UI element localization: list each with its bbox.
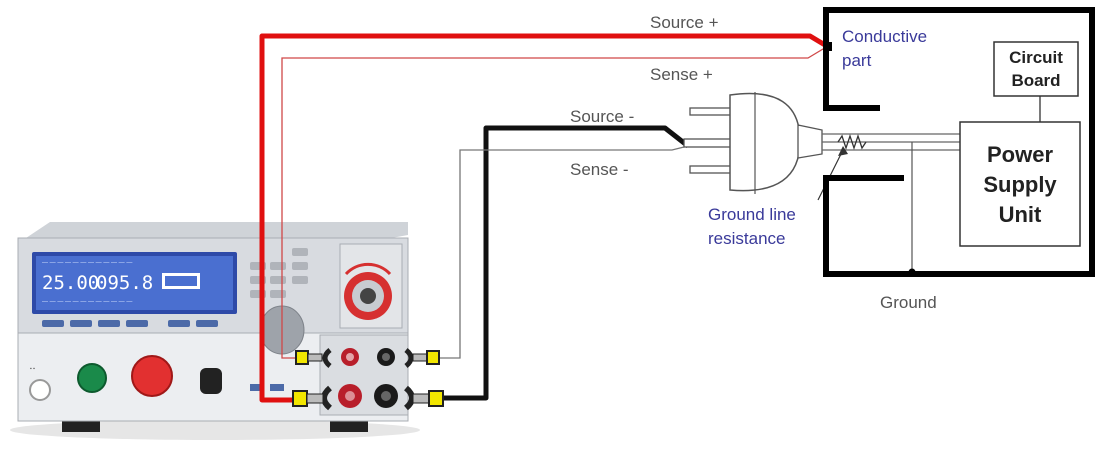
- label-sense-minus: Sense -: [570, 160, 629, 179]
- clip-sense-minus: [404, 348, 440, 368]
- softkey-row[interactable]: [42, 320, 218, 327]
- label-conductive-part-1: Conductive: [842, 27, 927, 46]
- clip-source-plus: [292, 385, 333, 411]
- remote-button[interactable]: [200, 368, 222, 394]
- label-ground: Ground: [880, 293, 937, 312]
- label-circuit-board-1: Circuit: [1009, 48, 1063, 67]
- label-psu-1: Power: [987, 142, 1053, 167]
- dut-enclosure: [823, 7, 1095, 277]
- small-key-2[interactable]: [270, 384, 284, 391]
- resistor-symbol: [837, 133, 867, 151]
- conductive-part-contact: [823, 42, 832, 51]
- svg-text:— — — — — — — — — — — —: — — — — — — — — — — — —: [42, 299, 132, 305]
- start-button[interactable]: [77, 363, 107, 393]
- power-button[interactable]: [29, 379, 51, 401]
- label-sense-plus: Sense +: [650, 65, 713, 84]
- circuit-board-box: [993, 41, 1079, 97]
- label-source-minus: Source -: [570, 107, 634, 126]
- source-minus-wire: [440, 125, 690, 401]
- power-plug: [683, 92, 823, 194]
- label-ground-line-resistance-2: resistance: [708, 229, 785, 248]
- label-source-plus: Source +: [650, 13, 719, 32]
- source-plus-wire: [259, 33, 832, 403]
- svg-text:▪ ▪: ▪ ▪: [30, 366, 35, 372]
- label-psu-3: Unit: [999, 202, 1042, 227]
- label-circuit-board-2: Board: [1011, 71, 1060, 90]
- clip-sense-plus: [295, 348, 332, 368]
- small-key-1[interactable]: [250, 384, 264, 391]
- lcd-small-text: — — — — — — — — — — — —: [42, 260, 132, 266]
- label-ground-line-resistance-1: Ground line: [708, 205, 796, 224]
- psu-box: [959, 121, 1081, 247]
- ground-node: [908, 268, 916, 276]
- sense-minus-wire: [440, 145, 689, 359]
- lcd-screen: [36, 256, 233, 310]
- hipot-tester: — — — — — — — — — — — — 25.00 095.8 — — …: [10, 222, 420, 440]
- sense-plus-wire: [281, 45, 829, 359]
- clip-source-minus: [403, 385, 444, 411]
- lcd-reading-2: 095.8: [96, 272, 153, 294]
- label-psu-2: Supply: [983, 172, 1057, 197]
- stop-button[interactable]: [131, 355, 173, 397]
- label-conductive-part-2: part: [842, 51, 872, 70]
- lcd-reading-1: 25.00: [42, 272, 99, 294]
